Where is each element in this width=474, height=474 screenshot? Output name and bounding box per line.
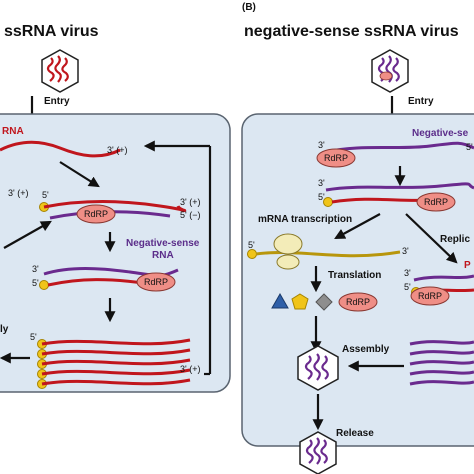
panel-b-negative-fragment: Negative-se — [412, 128, 469, 139]
panel-b-ds-5prime: 5' — [318, 192, 325, 202]
panel-b-entry-label: Entry — [408, 96, 434, 107]
panel-b-top-5prime: 5' — [466, 142, 473, 152]
panel-a-top-strand-label: 3' (+) — [107, 145, 127, 155]
panel-a-title: ssRNA virus — [4, 23, 99, 40]
assembled-virion-icon — [297, 345, 339, 391]
panel-a-ds-5prime: 5' — [42, 190, 49, 200]
panel-a: ssRNA virus Entry RNA 3' (+) 3' (+) 5' R… — [0, 23, 231, 393]
panel-b-ds-3prime: 3' — [318, 178, 325, 188]
negative-rna-copies — [409, 340, 474, 386]
released-virion-icon — [299, 431, 337, 474]
panel-b-title: negative-sense ssRNA virus — [244, 23, 459, 40]
panel-a-ds-minus: 5' (−) — [180, 210, 200, 220]
panel-a-multi-5prime: 5' — [30, 332, 37, 342]
incoming-positive-rna — [0, 140, 121, 158]
panel-a-genome-label: RNA — [2, 126, 24, 137]
panel-a-neg-3prime: 3' — [32, 264, 39, 274]
panel-b-translation-label: Translation — [328, 270, 381, 281]
viral-proteins: RdRP — [271, 292, 378, 312]
panel-b-rdrp-1: RdRP — [324, 153, 348, 163]
panel-a-rdrp-2: RdRP — [144, 277, 168, 287]
panel-a-rdrp-1: RdRP — [84, 209, 108, 219]
panel-b-rep-5prime: 5' — [404, 282, 411, 292]
panel-b: (B) negative-sense ssRNA virus Entry 3' … — [241, 2, 474, 474]
panel-b-mrna-3prime: 3' — [402, 246, 409, 256]
panel-a-assembly-fragment: ly — [0, 324, 9, 335]
panel-a-rna-label: RNA — [152, 250, 174, 261]
panel-b-replication-fragment: Replic — [440, 234, 470, 245]
panel-b-mrna-transcription: mRNA transcription — [258, 214, 352, 225]
panel-a-multi-plus: 3' (+) — [180, 364, 200, 374]
panel-a-neg-5prime: 5' — [32, 278, 39, 288]
panel-b-assembly-label: Assembly — [342, 344, 390, 355]
panel-b-mrna-5prime: 5' — [248, 240, 255, 250]
panel-b-release-label: Release — [336, 428, 374, 439]
ribosome-icon — [273, 233, 303, 270]
panel-b-rep-3prime: 3' — [404, 268, 411, 278]
panel-a-ds-plus: 3' (+) — [180, 197, 200, 207]
panel-a-ds-left-label: 3' (+) — [8, 188, 28, 198]
panel-b-letter: (B) — [242, 2, 256, 13]
panel-a-negative-label: Negative-sense — [126, 238, 200, 249]
panel-b-rdrp-2: RdRP — [424, 197, 448, 207]
panel-a-entry-label: Entry — [44, 96, 70, 107]
panel-b-rdrp-3: RdRP — [346, 297, 370, 307]
panel-a-cell — [0, 113, 231, 393]
panel-b-rdrp-4: RdRP — [418, 291, 442, 301]
panel-b-positive-fragment: P — [464, 260, 471, 271]
panel-b-top-3prime: 3' — [318, 140, 325, 150]
negative-virion-icon — [371, 49, 409, 93]
positive-virion-icon — [41, 49, 79, 93]
positive-rna-copies — [37, 338, 191, 389]
